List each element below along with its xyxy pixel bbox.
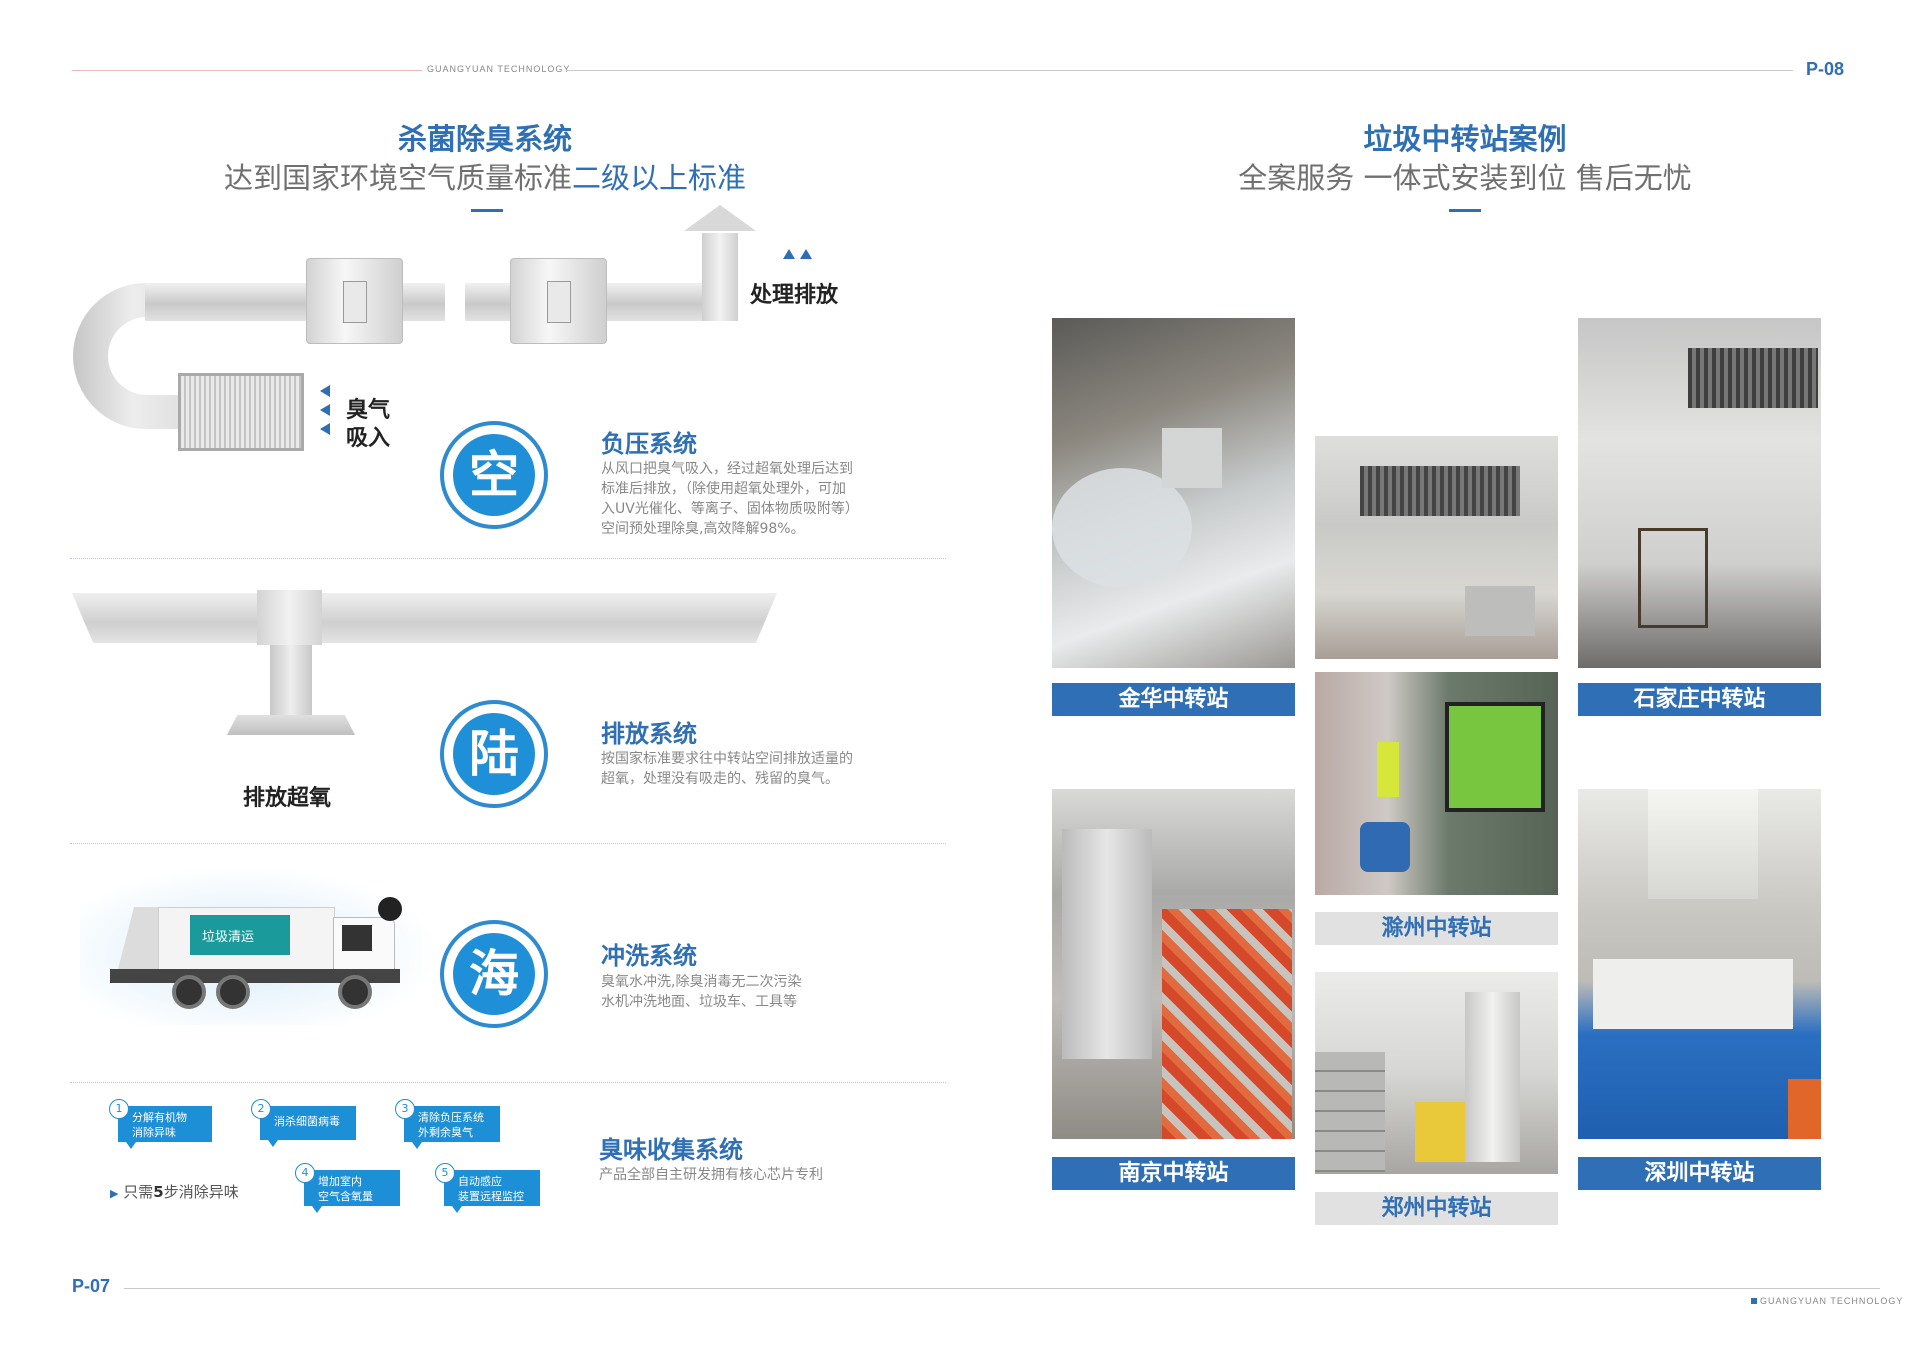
- system-desc-negative-pressure: 从风口把臭气吸入，经过超氧处理后达到 标准后排放，（除使用超氧处理外，可加 入U…: [601, 461, 859, 537]
- release-duct-illustration: [72, 590, 782, 750]
- system-icon-hai: 海: [440, 920, 548, 1028]
- case-photo-shijiazhuang: [1578, 318, 1821, 668]
- page-number-left: P-07: [72, 1276, 111, 1296]
- system-title-negative-pressure: 负压系统: [601, 430, 697, 458]
- label-odor-in-2: 吸入: [346, 426, 391, 451]
- intake-arrow-icon: [320, 423, 330, 435]
- system-title-odor-collection: 臭味收集系统: [599, 1136, 743, 1164]
- step-4-number: 4: [295, 1163, 315, 1183]
- system-desc-flush: 臭氧水冲洗,除臭消毒无二次污染 水机冲洗地面、垃圾车、工具等: [601, 974, 802, 1010]
- left-subtitle: 达到国家环境空气质量标准二级以上标准: [150, 155, 820, 197]
- case-caption-chuzhou: 滁州中转站: [1315, 912, 1558, 945]
- case-caption-jinhua: 金华中转站: [1052, 683, 1295, 716]
- header-rule-left: [72, 70, 422, 71]
- step-3-number: 3: [395, 1099, 415, 1119]
- case-photo-chuzhou-1: [1315, 436, 1558, 659]
- steps-note-arrow-icon: ▶: [110, 1187, 119, 1200]
- divider: [70, 1082, 946, 1083]
- step-2: 消杀细菌病毒: [260, 1106, 356, 1147]
- divider: [70, 843, 946, 844]
- case-photo-shenzhen: [1578, 789, 1821, 1139]
- footer-brand-square-icon: [1751, 1298, 1757, 1304]
- step-1-number: 1: [109, 1099, 129, 1119]
- left-title-bar: [471, 209, 503, 212]
- left-subtitle-plain: 达到国家环境空气质量标准: [223, 161, 572, 195]
- purifier-unit-1: [306, 258, 403, 344]
- system-title-flush: 冲洗系统: [601, 942, 697, 970]
- system-icon-kong: 空: [440, 421, 548, 529]
- right-subtitle: 全案服务 一体式安装到位 售后无忧: [1238, 161, 1692, 195]
- duct-illustration: [70, 205, 812, 455]
- intake-arrow-icon: [320, 404, 330, 416]
- step-5: 自动感应装置远程监控: [444, 1170, 540, 1213]
- case-caption-zhengzhou: 郑州中转站: [1315, 1192, 1558, 1225]
- steps-note: ▶ 只需5步消除异味: [110, 1183, 239, 1201]
- case-photo-chuzhou-2: [1315, 672, 1558, 895]
- case-photo-jinhua: [1052, 318, 1295, 668]
- case-photo-nanjing: [1052, 789, 1295, 1139]
- footer-brand: GUANGYUAN TECHNOLOGY: [1760, 1296, 1904, 1306]
- exhaust-arrow-icon: [783, 249, 795, 259]
- divider: [70, 558, 946, 559]
- right-title: 垃圾中转站案例: [1363, 122, 1567, 156]
- footer-rule: [124, 1288, 1880, 1289]
- intake-filter: [178, 373, 304, 451]
- step-4: 增加室内空气含氧量: [304, 1170, 400, 1213]
- left-subtitle-highlight: 二级以上标准: [572, 161, 747, 195]
- label-odor-in-1: 臭气: [346, 398, 391, 423]
- case-caption-shenzhen: 深圳中转站: [1578, 1157, 1821, 1190]
- system-title-release: 排放系统: [601, 720, 697, 748]
- case-caption-shijiazhuang: 石家庄中转站: [1578, 683, 1821, 716]
- header-brand: GUANGYUAN TECHNOLOGY: [427, 64, 571, 74]
- garbage-truck-illustration: 垃圾清运: [80, 865, 440, 1025]
- purifier-unit-2: [510, 258, 607, 344]
- header-rule-right: [566, 70, 1793, 71]
- intake-arrow-icon: [320, 385, 330, 397]
- label-exhaust: 处理排放: [750, 283, 839, 308]
- page-number-right: P-08: [1806, 59, 1845, 79]
- case-caption-nanjing: 南京中转站: [1052, 1157, 1295, 1190]
- left-title: 杀菌除臭系统: [397, 122, 572, 156]
- step-3: 清除负压系统外剩余臭气: [404, 1106, 500, 1149]
- case-photo-zhengzhou: [1315, 972, 1558, 1174]
- truck-text: 垃圾清运: [202, 930, 255, 945]
- system-desc-release: 按国家标准要求往中转站空间排放适量的 超氧，处理没有吸走的、残留的臭气。: [601, 751, 853, 787]
- exhaust-arrow-icon: [800, 249, 812, 259]
- step-5-number: 5: [435, 1163, 455, 1183]
- label-release: 排放超氧: [243, 786, 332, 811]
- system-icon-lu: 陆: [440, 700, 548, 808]
- right-title-bar: [1449, 209, 1481, 212]
- step-1: 分解有机物消除异味: [118, 1106, 212, 1149]
- step-2-number: 2: [251, 1099, 271, 1119]
- system-desc-odor-collection: 产品全部自主研发拥有核心芯片专利: [599, 1167, 823, 1183]
